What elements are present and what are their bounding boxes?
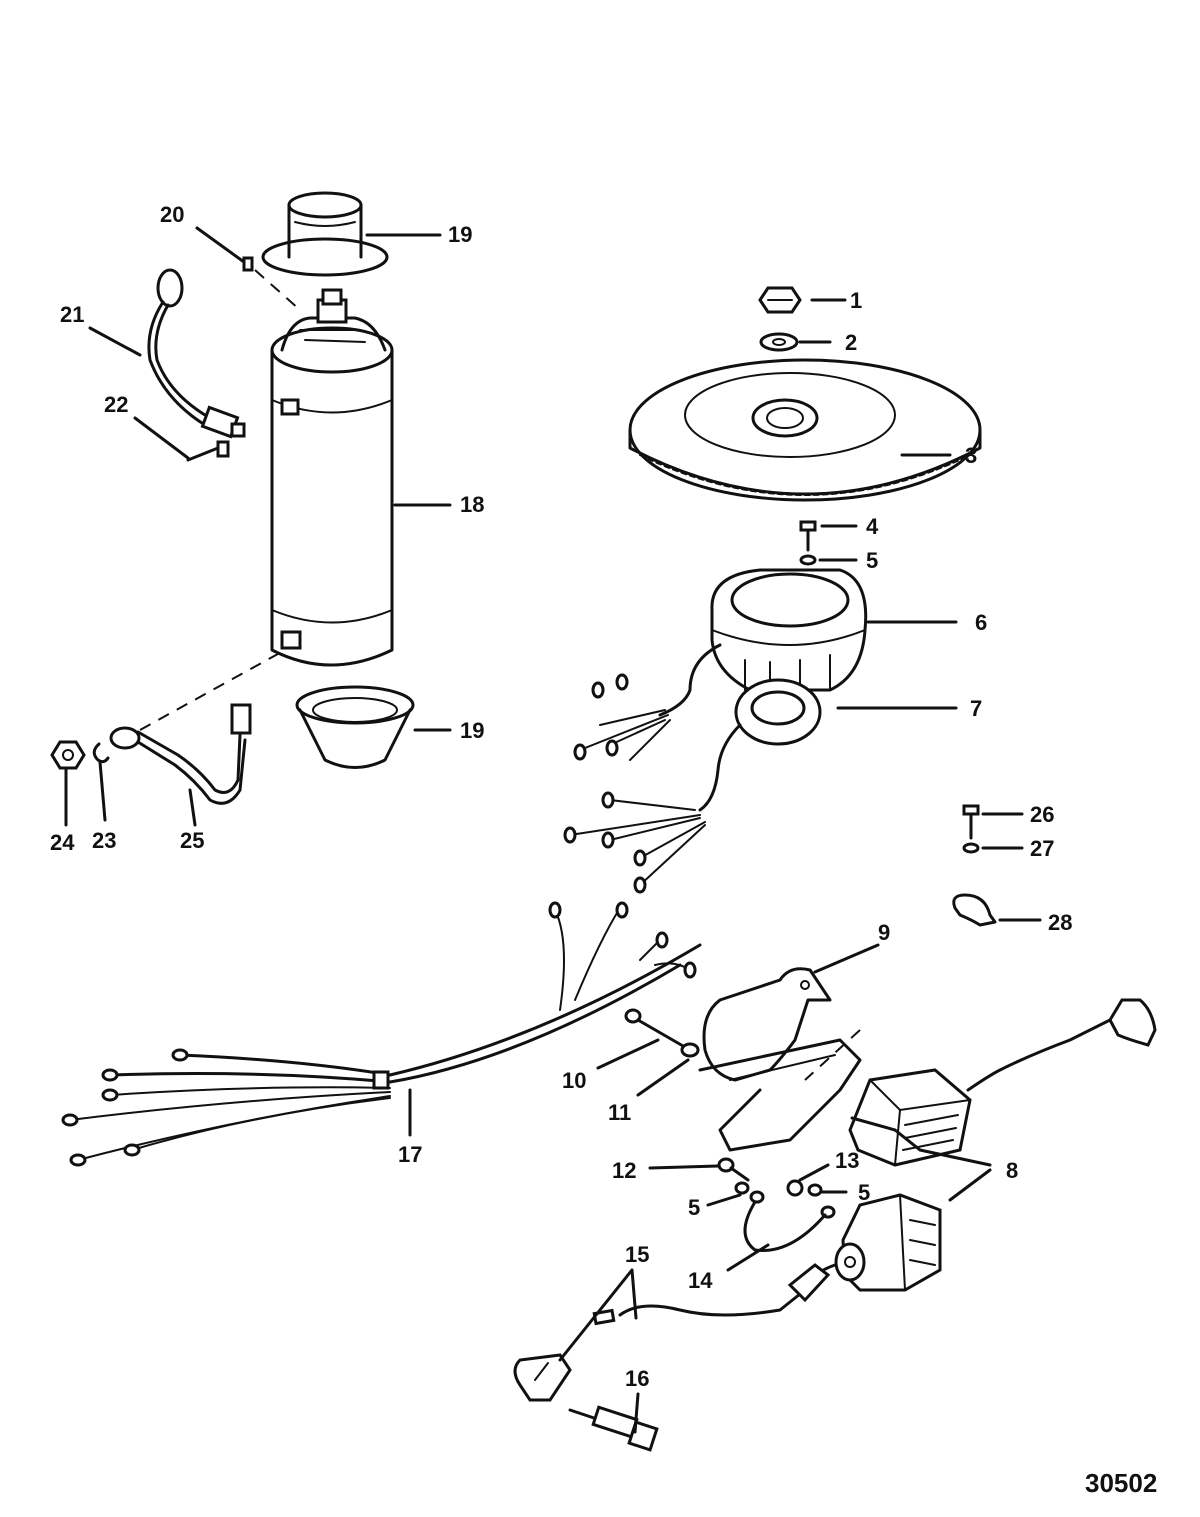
flywheel-3[interactable] [628, 358, 982, 502]
callout-19-top: 19 [448, 222, 472, 247]
lockwasher-5-left[interactable] [734, 1181, 750, 1195]
callout-5-upper: 5 [866, 548, 878, 573]
callout-15: 15 [625, 1242, 649, 1267]
leader-lines [64, 226, 1042, 1434]
callout-14: 14 [688, 1268, 713, 1293]
rubber-collar-top[interactable] [261, 191, 389, 277]
callout-22: 22 [104, 392, 128, 417]
lockwasher-5-right[interactable] [807, 1183, 823, 1197]
high-tension-lead-15[interactable] [513, 1263, 831, 1402]
ignition-coil-lower[interactable] [808, 1193, 942, 1292]
callout-6: 6 [975, 610, 987, 635]
callout-7: 7 [970, 696, 982, 721]
ground-cable-25[interactable] [109, 703, 252, 805]
screw-22[interactable] [186, 440, 230, 462]
callout-18: 18 [460, 492, 484, 517]
callout-24: 24 [50, 830, 75, 855]
alignment-line-25 [139, 649, 286, 731]
callout-20: 20 [160, 202, 184, 227]
starter-motor[interactable] [270, 288, 394, 667]
callout-5-right: 5 [858, 1180, 870, 1205]
stator-6[interactable] [573, 568, 868, 761]
callout-10: 10 [562, 1068, 586, 1093]
screw-4[interactable] [799, 520, 817, 552]
nut-13[interactable] [786, 1179, 804, 1197]
callout-28: 28 [1048, 910, 1072, 935]
callout-16: 16 [625, 1366, 649, 1391]
callout-5-left: 5 [688, 1195, 700, 1220]
callout-21: 21 [60, 302, 84, 327]
ignition-coil-upper[interactable] [848, 998, 1157, 1167]
callout-26: 26 [1030, 802, 1054, 827]
callout-11: 11 [608, 1100, 631, 1125]
callout-9: 9 [878, 920, 890, 945]
cable-clamp-28[interactable] [952, 893, 997, 927]
screw-12[interactable] [717, 1157, 750, 1182]
wiring-harness-17[interactable] [61, 901, 702, 1167]
callout-27: 27 [1030, 836, 1054, 861]
callout-13: 13 [835, 1148, 859, 1173]
lockwasher-5-upper[interactable] [799, 554, 817, 566]
lockwasher-27[interactable] [962, 842, 980, 854]
callout-17: 17 [398, 1142, 422, 1167]
screw-10[interactable] [624, 1008, 692, 1052]
coil-bracket-9[interactable] [698, 967, 862, 1152]
washer-11[interactable] [680, 1042, 700, 1058]
nut-1[interactable] [758, 286, 802, 314]
screw-20[interactable] [242, 256, 254, 272]
lockwasher-23[interactable] [92, 742, 110, 764]
callout-1: 1 [850, 288, 862, 313]
ground-wire-14[interactable] [743, 1190, 836, 1253]
callout-4: 4 [866, 514, 879, 539]
callout-23: 23 [92, 828, 116, 853]
spark-plug-16[interactable] [568, 1405, 659, 1452]
callout-19-bottom: 19 [460, 718, 484, 743]
callout-3: 3 [965, 443, 977, 468]
callout-12: 12 [612, 1158, 636, 1183]
drawing-number: 30502 [1085, 1468, 1157, 1498]
callout-8: 8 [1006, 1158, 1018, 1183]
washer-2[interactable] [759, 332, 799, 352]
alignment-line-20 [254, 269, 301, 311]
callout-labels: 1 2 3 4 5 6 7 8 9 10 11 12 13 5 5 14 15 … [50, 202, 1072, 1391]
screw-26[interactable] [962, 804, 980, 840]
callout-25: 25 [180, 828, 204, 853]
trigger-7[interactable] [563, 678, 822, 894]
battery-cable-21[interactable] [147, 268, 246, 439]
callout-2: 2 [845, 330, 857, 355]
nut-24[interactable] [50, 740, 86, 770]
rubber-collar-bottom[interactable] [295, 685, 415, 769]
